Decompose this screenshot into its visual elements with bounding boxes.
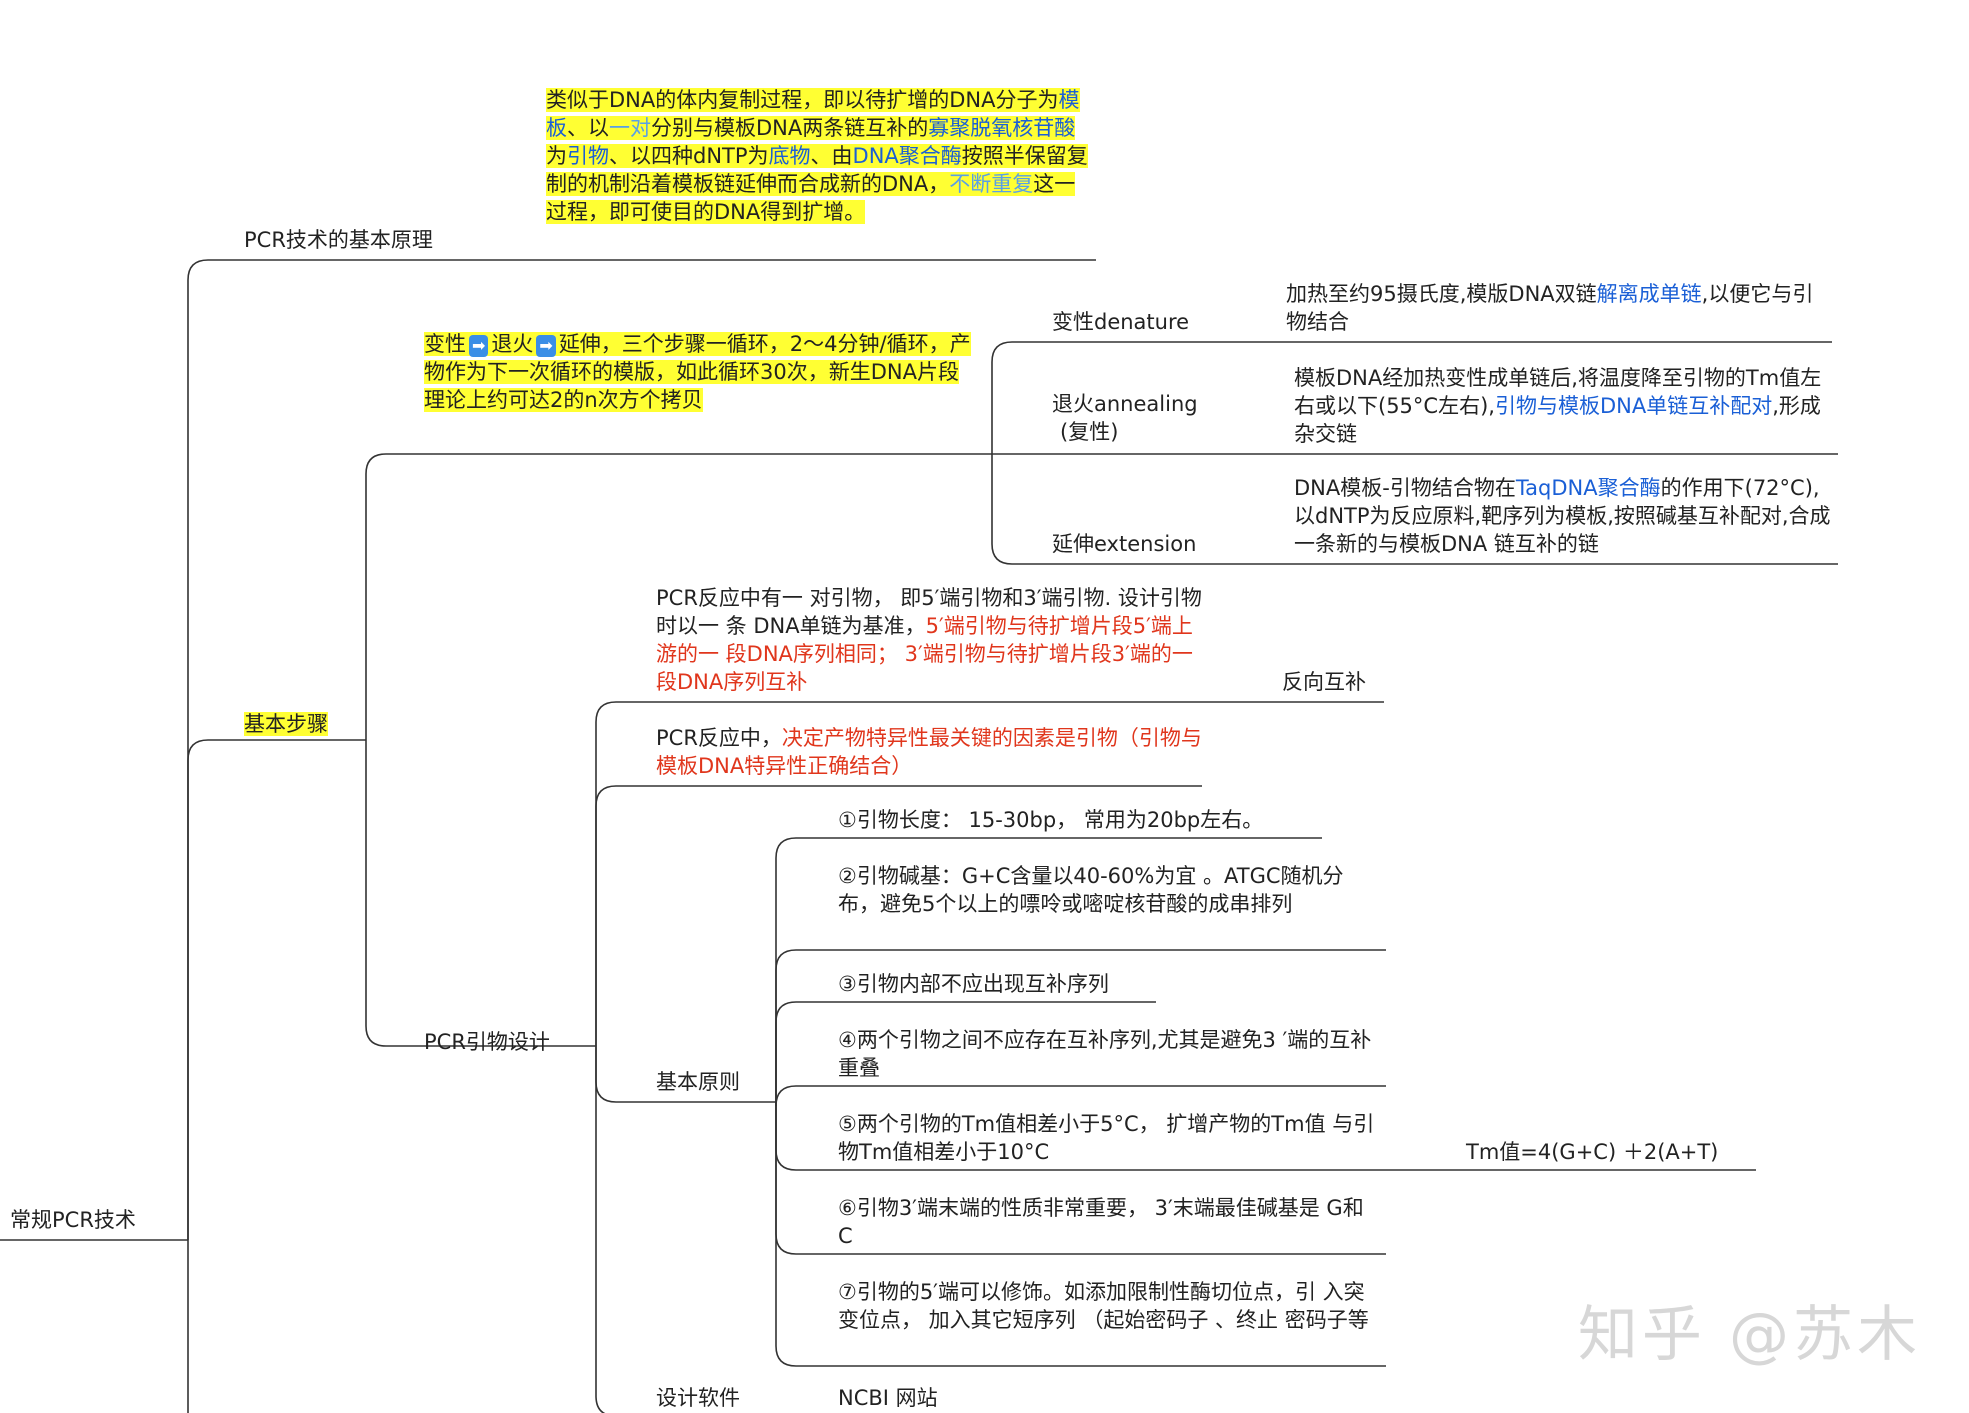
rule-6: ⑥引物3′端末端的性质非常重要， 3′末端最佳碱基是 G和C [838,1196,1364,1248]
cycle-to-denature [991,341,1832,454]
extension-title: 延伸extension [1052,532,1197,556]
principle-text: 类似于DNA的体内复制过程，即以待扩增的DNA分子为模板、以一对分别与模板DNA… [546,88,1088,224]
rule-2: ②引物碱基：G+C含量以40-60%为宜 。ATGC随机分布，避免5个以上的嘌呤… [838,864,1344,916]
reverse-complement-label: 反向互补 [1282,670,1366,694]
cycle-description: 变性➡退火➡延伸，三个步骤一循环，2～4分钟/循环，产物作为下一次循环的模版，如… [424,332,971,412]
steps-to-cycle [365,453,992,740]
denature-title: 变性denature [1052,310,1190,334]
arrow-icon: ➡ [536,335,556,357]
principles-title: 基本原则 [656,1070,740,1094]
primer-design-title: PCR引物设计 [424,1030,550,1054]
denature-description: 加热至约95摄氏度,模版DNA双链解离成单链,以便它与引物结合 [1286,282,1814,334]
principle-description: 类似于DNA的体内复制过程，即以待扩增的DNA分子为模板、以一对分别与模板DNA… [546,86,1092,226]
annealing-subtitle: (复性) [1060,420,1119,444]
primer-to-specificity [595,785,1202,1060]
primer-pair-description: PCR反应中有一 对引物， 即5′端引物和3′端引物. 设计引物时以一 条 DN… [656,586,1202,694]
cycle-to-extension [991,454,1838,565]
trunk-to-steps [187,739,366,1240]
rule-1: ①引物长度： 15-30bp， 常用为20bp左右。 [838,808,1264,832]
arrow-icon: ➡ [469,335,489,357]
primer-to-pair [595,701,1384,1060]
annealing-description: 模板DNA经加热变性成单链后,将温度降至引物的Tm值左右或以下(55°C左右),… [1294,366,1822,446]
rule1-link [775,837,1322,1102]
trunk-up [187,259,1096,1240]
tm-formula: Tm值=4(G+C) ＋2(A+T) [1466,1140,1719,1164]
rule4-link [775,1085,1386,1107]
rule-7: ⑦引物的5′端可以修饰。如添加限制性酶切位点，引 入突变位点， 加入其它短序列 … [838,1280,1369,1332]
principle-title: PCR技术的基本原理 [244,228,433,252]
root-node: 常规PCR技术 [10,1208,136,1232]
specificity-description: PCR反应中，决定产物特异性最关键的因素是引物（引物与模板DNA特异性正确结合） [656,726,1202,778]
software-title: 设计软件 [656,1386,740,1410]
steps-to-primer [365,740,596,1047]
rule-3: ③引物内部不应出现互补序列 [838,972,1109,996]
steps-title: 基本步骤 [244,712,328,736]
rule2-link [775,949,1386,1102]
rule-4: ④两个引物之间不应存在互补序列,尤其是避免3 ′端的互补重叠 [838,1028,1372,1080]
rule7-link [775,1102,1386,1367]
primer-to-software [595,1060,606,1413]
annealing-title: 退火annealing [1052,392,1198,416]
extension-description: DNA模板-引物结合物在TaqDNA聚合酶的作用下(72°C),以dNTP为反应… [1294,476,1831,556]
rule-5: ⑤两个引物的Tm值相差小于5°C， 扩增产物的Tm值 与引物Tm值相差小于10°… [838,1112,1375,1164]
rule3-link [775,1001,1156,1102]
software-value: NCBI 网站 [838,1386,938,1410]
watermark: 知乎 @苏木 [1577,1300,1921,1370]
